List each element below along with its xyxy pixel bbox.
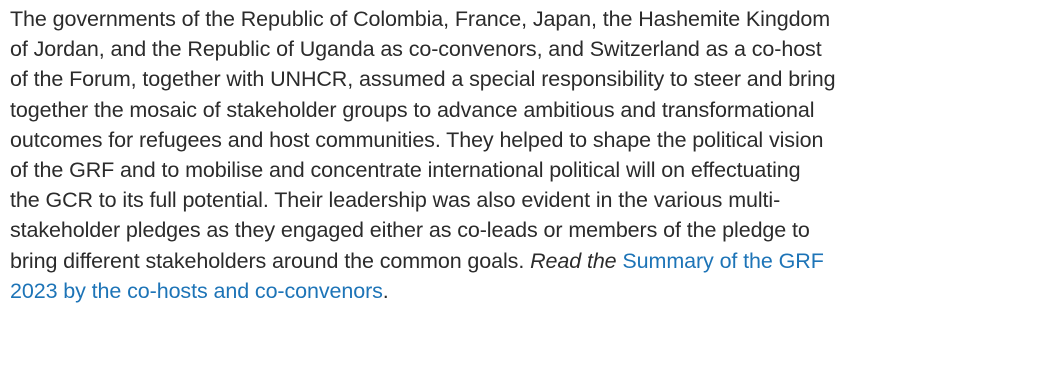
paragraph-line-9: bring different stakeholders around the …	[10, 246, 1046, 276]
paragraph-line-2: of Jordan, and the Republic of Uganda as…	[10, 37, 822, 62]
body-paragraph: The governments of the Republic of Colom…	[10, 4, 1046, 306]
paragraph-line-7: the GCR to its full potential. Their lea…	[10, 188, 781, 213]
paragraph-line-8: stakeholder pledges as they engaged eith…	[10, 218, 810, 243]
paragraph-line-9-text: bring different stakeholders around the …	[10, 248, 525, 273]
paragraph-line-3: of the Forum, together with UNHCR, assum…	[10, 67, 836, 92]
document-body: The governments of the Republic of Colom…	[10, 4, 1046, 306]
paragraph-line-10: 2023 by the co-hosts and co-convenors.	[10, 276, 1046, 306]
paragraph-line-5: outcomes for refugees and host communiti…	[10, 127, 824, 152]
end-punctuation: .	[382, 278, 389, 303]
paragraph-line-4: together the mosaic of stakeholder group…	[10, 97, 815, 122]
paragraph-line-6: of the GRF and to mobilise and concentra…	[10, 158, 801, 183]
summary-link-part-1[interactable]: Summary of the GRF	[622, 248, 824, 273]
paragraph-line-1: The governments of the Republic of Colom…	[10, 7, 831, 31]
read-the-prefix: Read the	[530, 248, 617, 273]
summary-link-part-2[interactable]: 2023 by the co-hosts and co-convenors	[10, 278, 383, 303]
